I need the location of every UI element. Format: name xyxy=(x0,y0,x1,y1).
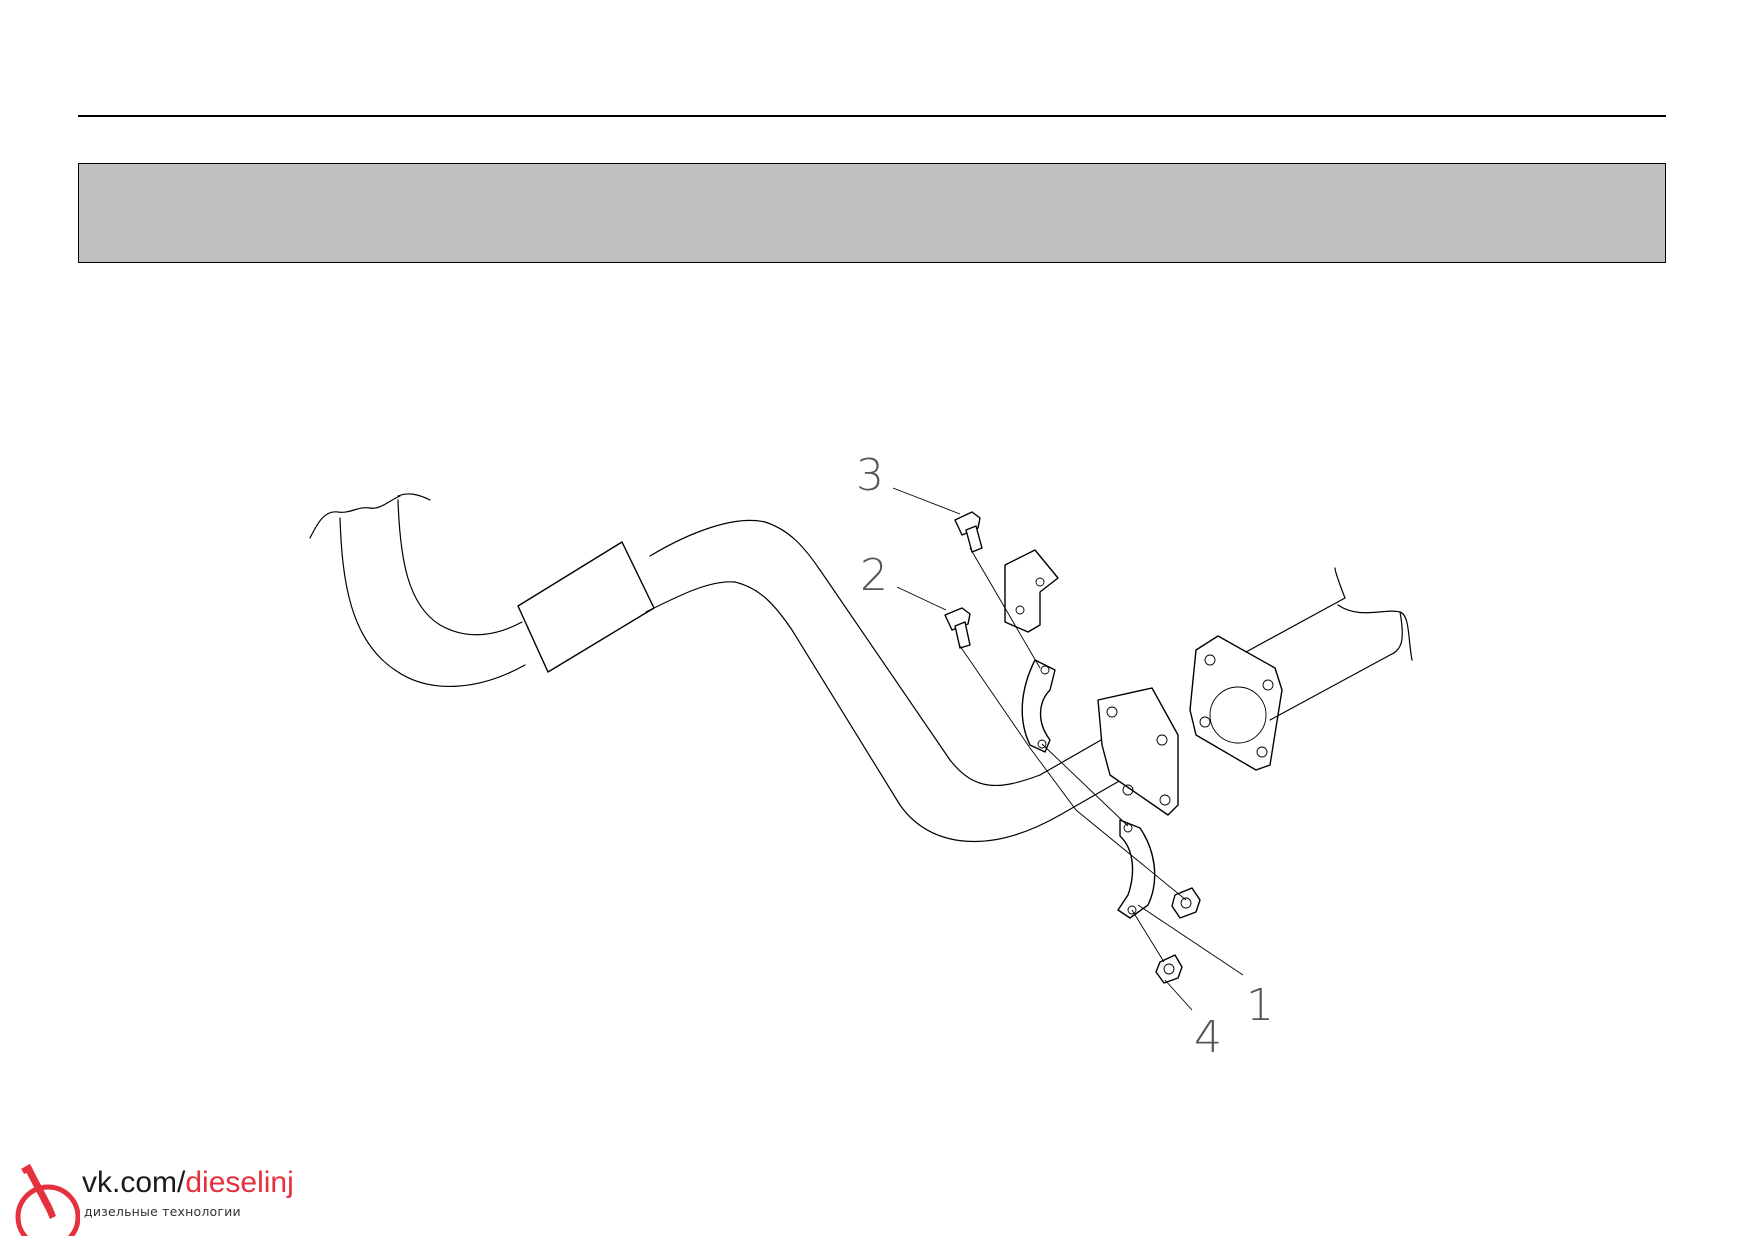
bolt-2 xyxy=(944,607,971,649)
watermark-subtitle: дизельные технологии xyxy=(84,1204,241,1219)
callout-1: 1 xyxy=(1246,980,1274,1031)
watermark-url-prefix: vk.com/ xyxy=(82,1166,186,1199)
callout-3: 3 xyxy=(856,450,884,501)
support-bracket xyxy=(1004,549,1059,633)
upper-clamp xyxy=(1021,659,1056,753)
assembly-lines xyxy=(959,547,1187,963)
lower-clamp xyxy=(1117,819,1156,919)
header-band xyxy=(78,163,1666,263)
callout-4: 4 xyxy=(1194,1012,1222,1063)
pipe-flange xyxy=(1097,687,1179,816)
nut-upper xyxy=(1171,887,1201,919)
callout-2: 2 xyxy=(860,550,888,601)
mating-flange xyxy=(1189,635,1283,771)
nut-lower xyxy=(1155,954,1183,984)
watermark-url: vk.com/dieselinj xyxy=(82,1166,294,1200)
left-break-lines xyxy=(309,493,431,539)
watermark-url-accent: dieselinj xyxy=(185,1166,294,1199)
leader-lines xyxy=(892,487,1244,1011)
bolt-3 xyxy=(954,511,983,553)
exhaust-pipe xyxy=(339,499,1143,842)
top-rule xyxy=(78,115,1666,117)
injector-logo-icon xyxy=(15,1163,81,1241)
right-pipe xyxy=(1245,567,1413,721)
watermark: vk.com/dieselinj дизельные технологии xyxy=(8,1162,308,1241)
pipe-sleeve xyxy=(517,541,655,673)
